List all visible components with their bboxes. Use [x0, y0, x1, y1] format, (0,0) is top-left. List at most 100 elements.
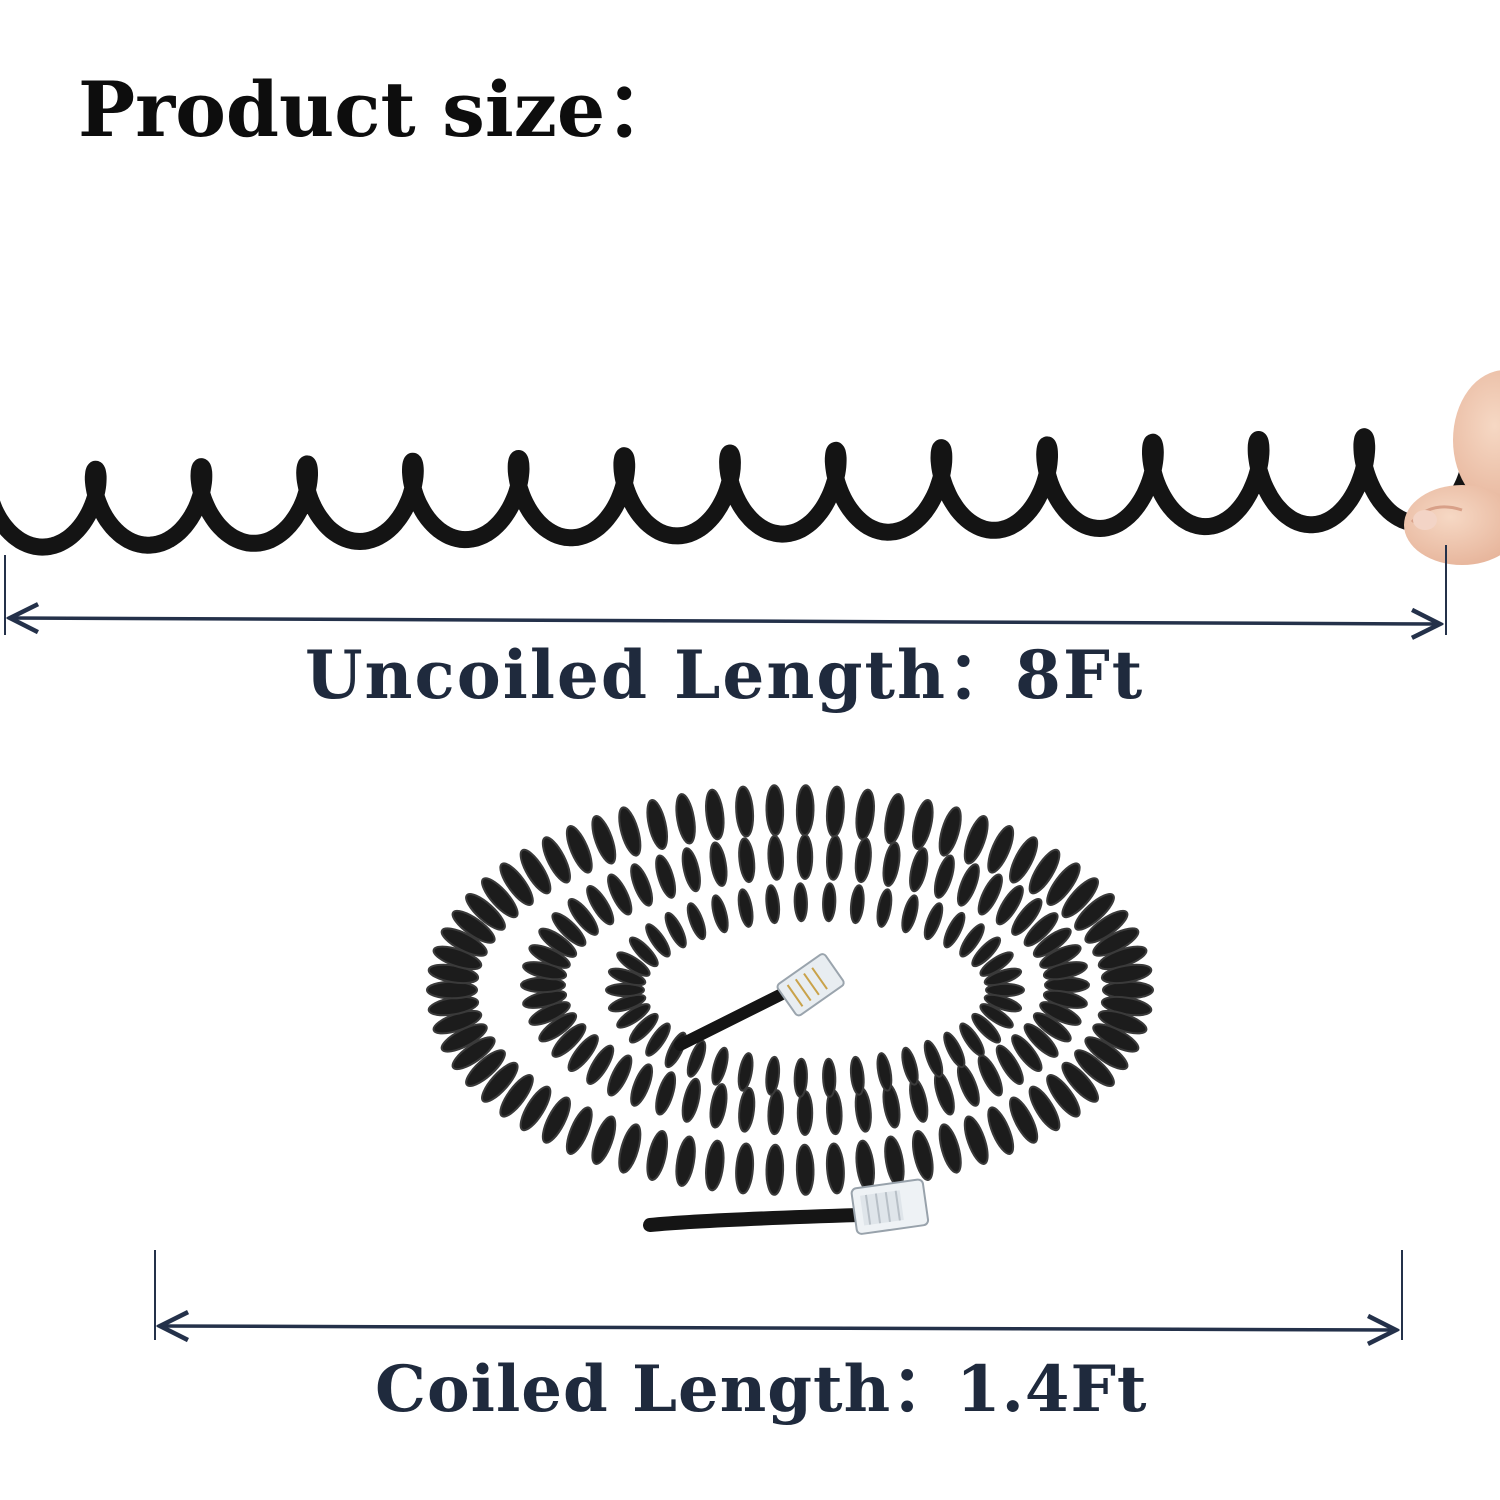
- coil-segment: [901, 1046, 919, 1086]
- coil-segment: [901, 894, 919, 934]
- coil-segment: [971, 936, 1002, 968]
- coil-segment: [1032, 927, 1072, 958]
- coil-segment: [675, 1135, 696, 1187]
- coil-segment: [1028, 1085, 1061, 1132]
- coil-segment: [735, 1142, 755, 1195]
- coil-segment: [765, 884, 781, 925]
- coil-segment: [1046, 862, 1081, 906]
- coil-segment: [987, 825, 1015, 874]
- coil-segment: [538, 927, 578, 958]
- rj-connector-icon: [850, 1178, 930, 1235]
- coil-segment: [426, 980, 478, 1000]
- coil-segment: [1023, 1023, 1059, 1058]
- coil-segment: [738, 837, 756, 884]
- coil-segment: [607, 967, 647, 987]
- coil-segment: [1061, 1061, 1099, 1103]
- coil-segment: [882, 841, 901, 887]
- coil-segment: [1102, 980, 1154, 1000]
- rj-connector-icon: [776, 953, 845, 1017]
- coil-segment: [605, 982, 645, 998]
- coil-segment: [709, 1083, 728, 1129]
- coil-segment: [793, 882, 808, 923]
- coil-segment: [538, 1012, 578, 1043]
- coil-segment: [565, 825, 593, 874]
- coil-segment: [793, 1057, 808, 1098]
- coil-segment: [607, 1054, 633, 1097]
- coil-segment: [664, 911, 687, 949]
- uncoiled-length-value: 8Ft: [1015, 636, 1145, 714]
- coil-segment: [628, 936, 659, 968]
- coil-segment: [854, 837, 872, 884]
- coil-segment: [541, 1096, 571, 1144]
- coil-segment: [616, 1003, 651, 1029]
- coil-segment: [451, 1036, 496, 1071]
- coil-segment: [1074, 1049, 1115, 1087]
- coil-segment: [825, 785, 845, 838]
- coil-segment: [959, 1022, 985, 1057]
- coil-segment: [765, 1055, 781, 1096]
- coil-segment: [586, 885, 615, 926]
- coil-segment: [959, 923, 985, 958]
- coiled-cord: [426, 784, 1154, 1235]
- coil-segment: [519, 848, 552, 895]
- coil-segment: [943, 1031, 966, 1069]
- coil-segment: [765, 1143, 785, 1196]
- coil-segment: [882, 1083, 901, 1129]
- coil-segment: [440, 927, 488, 957]
- coil-segment: [911, 799, 934, 850]
- coil-segment: [911, 1130, 934, 1181]
- coil-segment: [686, 902, 707, 941]
- coil-segment: [655, 854, 677, 899]
- coil-segment: [586, 1044, 615, 1085]
- coil-segment: [541, 836, 571, 884]
- coil-segment: [796, 834, 814, 880]
- coiled-dimension-line: [154, 1250, 1403, 1340]
- coil-segment: [767, 834, 784, 881]
- coil-segment: [956, 863, 980, 907]
- coil-segment: [1032, 1012, 1072, 1043]
- coil-segment: [767, 1089, 784, 1136]
- coil-segment: [686, 1039, 707, 1078]
- coil-segment: [655, 1071, 677, 1116]
- uncoiled-dimension-line: [4, 545, 1447, 635]
- coil-segment: [876, 1052, 893, 1092]
- coil-segment: [943, 911, 966, 949]
- coil-segment: [481, 1061, 519, 1103]
- hand-icon: [1404, 370, 1500, 565]
- uncoiled-length-label: Uncoiled Length：8Ft: [305, 642, 1144, 708]
- coil-segment: [995, 1044, 1024, 1085]
- coil-segment: [551, 912, 587, 947]
- coil-segment: [565, 1106, 593, 1155]
- coil-segment: [923, 902, 944, 941]
- coil-segment: [826, 834, 843, 881]
- coil-segment: [876, 888, 893, 928]
- coiled-length-text: Coiled Length：: [375, 1352, 957, 1427]
- coil-segment: [645, 1022, 671, 1057]
- coil-segment: [591, 1115, 617, 1165]
- coil-segment: [738, 1086, 756, 1133]
- coil-segment: [1074, 893, 1115, 931]
- uncoiled-cord-spiral: [0, 425, 1481, 556]
- coil-segment: [1023, 912, 1059, 947]
- coil-segment: [822, 882, 837, 923]
- coil-segment: [646, 1130, 669, 1181]
- coil-segment: [528, 944, 571, 969]
- coil-segment: [499, 862, 534, 906]
- coil-segment: [849, 884, 865, 925]
- coil-segment: [849, 1055, 865, 1096]
- coil-segment: [499, 1074, 534, 1118]
- coil-segment: [1028, 848, 1061, 895]
- coil-segment: [1009, 1096, 1039, 1144]
- coil-segment: [681, 847, 701, 893]
- coil-segment: [645, 923, 671, 958]
- uncoiled-length-text: Uncoiled Length：: [305, 636, 1016, 714]
- coil-segment: [711, 894, 729, 934]
- coil-segment: [709, 841, 728, 887]
- coil-segment: [963, 1115, 989, 1165]
- coil-segment: [681, 1077, 701, 1123]
- coiled-cord-rings: [426, 784, 1154, 1196]
- coil-segment: [938, 1123, 962, 1174]
- coil-segment: [519, 1085, 552, 1132]
